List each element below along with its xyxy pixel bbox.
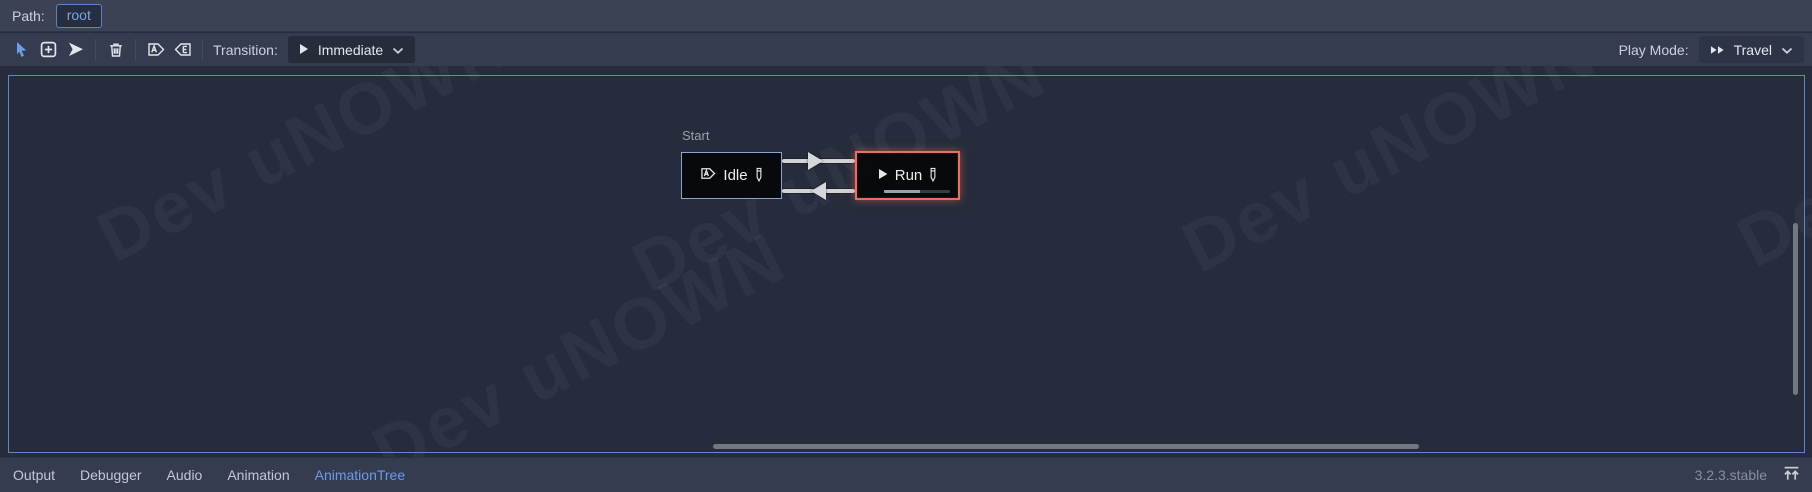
watermark-text: Dev uNOWN	[1725, 66, 1812, 284]
path-root-button[interactable]: root	[55, 3, 102, 28]
state-node-run[interactable]: Run	[855, 151, 960, 200]
toolbar-separator	[95, 38, 96, 61]
add-node-icon	[40, 41, 57, 58]
watermark-text: Dev uNOWN	[1170, 66, 1609, 289]
tab-animation[interactable]: Animation	[227, 467, 290, 483]
play-icon	[878, 167, 888, 184]
path-bar: Path: root	[0, 0, 1812, 32]
auto-end-icon	[174, 42, 192, 57]
tab-debugger[interactable]: Debugger	[80, 467, 142, 483]
playback-progress-bar	[884, 190, 950, 193]
play-mode-dropdown[interactable]: Travel	[1698, 36, 1804, 63]
watermark-text: Dev uNOWN	[360, 217, 799, 457]
play-mode-label: Play Mode:	[1618, 41, 1689, 58]
chevron-down-icon	[1781, 42, 1793, 58]
vertical-scrollbar[interactable]	[1793, 223, 1798, 395]
statemachine-toolbar: Transition: Immediate Play Mode: Travel	[0, 33, 1812, 66]
path-label: Path:	[12, 7, 45, 24]
erase-node-button[interactable]	[102, 37, 129, 63]
auto-play-icon	[700, 167, 716, 184]
auto-play-icon	[147, 42, 165, 57]
pencil-icon	[755, 167, 763, 185]
expand-panel-icon	[1783, 466, 1800, 484]
connect-nodes-button[interactable]	[62, 37, 89, 63]
select-tool-button[interactable]	[8, 37, 35, 63]
transition-dropdown[interactable]: Immediate	[287, 36, 416, 63]
connect-nodes-icon	[68, 42, 84, 57]
node-name: Run	[894, 166, 923, 184]
watermark-text: Dev uNOWN	[85, 66, 524, 279]
bottom-panel-bar: Output Debugger Audio Animation Animatio…	[0, 457, 1812, 492]
edit-node-button[interactable]	[929, 167, 937, 185]
set-start-node-button[interactable]	[142, 37, 169, 63]
canvas-focus-border	[8, 75, 1805, 453]
play-icon	[299, 42, 309, 58]
statemachine-canvas[interactable]: Dev uNOWN Dev uNOWN Dev uNOWN Dev uNOWN …	[0, 66, 1812, 457]
playback-progress-fill	[884, 190, 921, 193]
horizontal-scrollbar[interactable]	[713, 444, 1419, 449]
trash-icon	[108, 42, 124, 58]
transition-label: Transition:	[213, 41, 278, 58]
toolbar-separator	[135, 38, 136, 61]
start-node-label: Start	[682, 128, 710, 143]
tab-audio[interactable]: Audio	[166, 467, 203, 483]
transition-value: Immediate	[317, 41, 384, 58]
cursor-icon	[14, 41, 30, 58]
arrow-right-icon	[808, 152, 823, 170]
arrow-left-icon	[811, 182, 826, 200]
tab-output[interactable]: Output	[13, 467, 56, 483]
state-node-idle[interactable]: Idle	[681, 152, 782, 199]
chevron-down-icon	[392, 42, 404, 58]
create-node-button[interactable]	[35, 37, 62, 63]
node-name: Idle	[723, 166, 748, 184]
expand-panel-button[interactable]	[1783, 466, 1800, 484]
edit-node-button[interactable]	[755, 167, 763, 185]
pencil-icon	[929, 167, 937, 185]
play-mode-value: Travel	[1733, 41, 1772, 58]
set-end-node-button[interactable]	[169, 37, 196, 63]
travel-icon	[1710, 42, 1725, 58]
tab-animationtree[interactable]: AnimationTree	[314, 467, 406, 483]
toolbar-separator	[202, 38, 203, 61]
version-label: 3.2.3.stable	[1694, 467, 1767, 483]
